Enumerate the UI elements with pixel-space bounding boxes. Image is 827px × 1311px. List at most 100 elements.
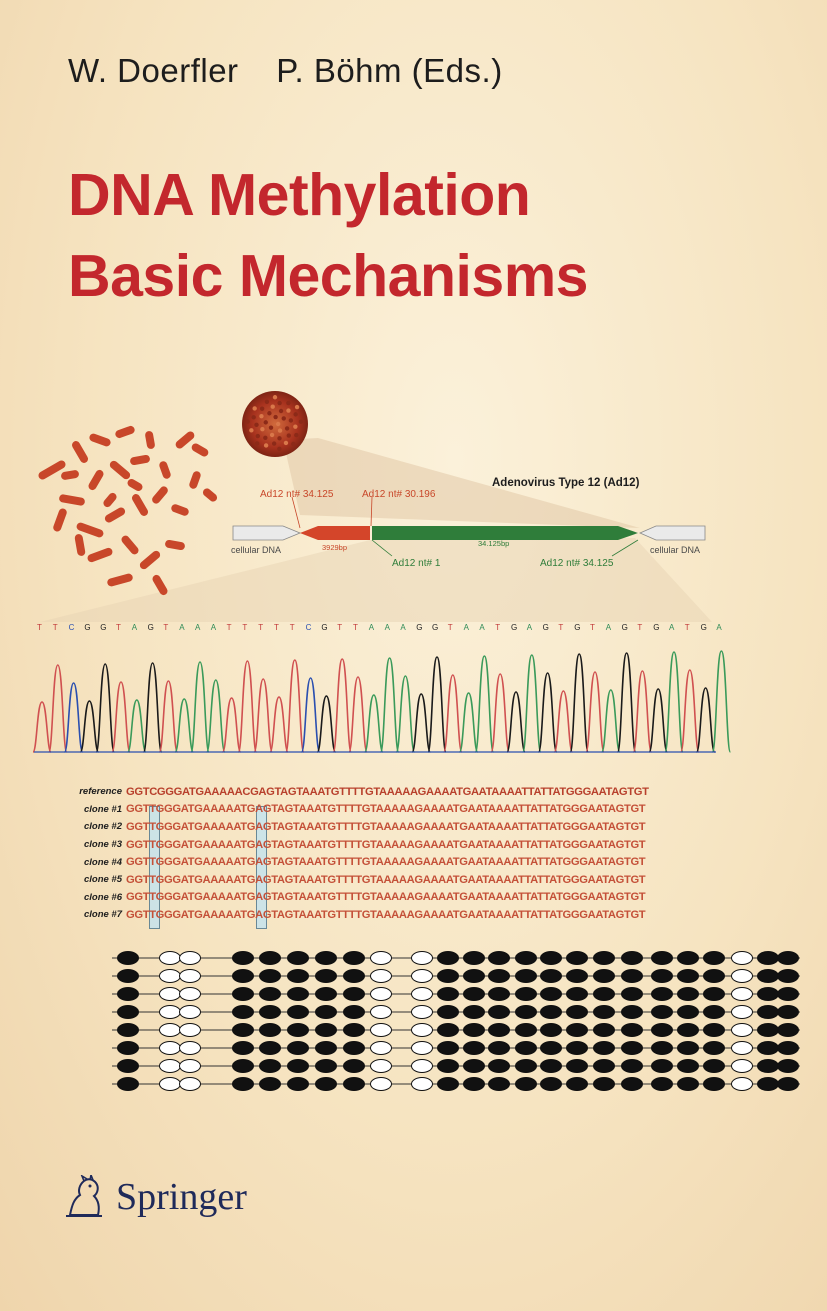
base-call: T	[37, 623, 42, 632]
trace-peak	[79, 700, 100, 753]
methylated-cpg	[488, 1023, 510, 1037]
methylated-cpg	[703, 1041, 725, 1055]
red-segment-arrow	[300, 526, 370, 540]
methylated-cpg	[343, 1023, 365, 1037]
methylated-cpg	[232, 1077, 254, 1091]
methylated-cpg	[463, 1041, 485, 1055]
methylated-cpg	[117, 1005, 139, 1019]
chromosome	[159, 461, 171, 479]
trace-peak	[506, 691, 526, 753]
base-call: C	[69, 623, 75, 632]
trace-peak	[95, 663, 115, 753]
cell-texture-dot	[270, 404, 275, 409]
methylated-cpg	[621, 1005, 643, 1019]
cell-texture-dot	[263, 420, 268, 425]
methylated-cpg	[343, 1059, 365, 1073]
cell-texture-dot	[268, 425, 274, 430]
unmethylated-cpg	[731, 1005, 753, 1019]
cell-texture-dot	[293, 412, 298, 417]
trace-peak	[300, 677, 321, 753]
alignment-row-sequence: GGTTGGGATGAAAAATGAGTAGTAAATGTTTTGTAAAAAG…	[126, 838, 646, 851]
trace-peak	[569, 653, 589, 753]
base-call: T	[448, 623, 453, 632]
methylated-cpg	[437, 1005, 459, 1019]
zoom-wedge-bottom	[40, 538, 712, 622]
cell-texture-dot	[277, 400, 282, 406]
methylated-cpg	[621, 969, 643, 983]
alignment-row-sequence: GGTTGGGATGAAAAATGAGTAGTAAATGTTTTGTAAAAAG…	[126, 891, 646, 904]
trace-peak	[142, 662, 163, 753]
base-call: A	[479, 623, 485, 632]
methylated-cpg	[488, 1041, 510, 1055]
methylated-cpg	[287, 1077, 309, 1091]
trace-peak	[601, 689, 621, 753]
base-call: T	[353, 623, 358, 632]
methylated-cpg	[259, 951, 281, 965]
unmethylated-cpg	[370, 969, 392, 983]
methylated-cpg	[757, 951, 779, 965]
methylated-cpg	[463, 987, 485, 1001]
methylated-cpg	[463, 1023, 485, 1037]
map-label-bottom-2: Ad12 nt# 34.125	[540, 558, 614, 569]
cell-texture-dot	[259, 406, 265, 411]
alignment-row-label: clone #2	[83, 821, 122, 833]
methylated-cpg	[757, 1005, 779, 1019]
methylated-cpg	[651, 969, 673, 983]
unmethylated-cpg	[411, 1023, 433, 1037]
methylated-cpg	[651, 951, 673, 965]
unmethylated-cpg	[370, 1023, 392, 1037]
cell-texture-dot	[291, 441, 296, 447]
unmethylated-cpg	[159, 987, 181, 1001]
methylated-cpg	[593, 1059, 615, 1073]
trace-peak	[411, 693, 431, 753]
cell-texture-dot	[283, 440, 289, 446]
trace-peak	[221, 697, 242, 753]
chromosome	[202, 488, 218, 502]
chromosome	[175, 431, 195, 449]
trace-peak	[158, 680, 179, 753]
methylated-cpg	[566, 1005, 588, 1019]
methylated-cpg	[593, 1023, 615, 1037]
base-call: T	[337, 623, 342, 632]
methylated-cpg	[488, 987, 510, 1001]
cell-texture-dot	[277, 446, 282, 452]
methylated-cpg	[287, 1023, 309, 1037]
cell-texture-dot	[267, 411, 272, 416]
cell-texture-dot	[252, 406, 257, 411]
methylated-cpg	[651, 1077, 673, 1091]
trace-peak	[458, 692, 479, 753]
methylated-cpg	[488, 1059, 510, 1073]
unmethylated-cpg	[159, 1041, 181, 1055]
chromosome	[132, 494, 148, 516]
trace-peak	[395, 675, 416, 753]
methylated-cpg	[566, 1059, 588, 1073]
methylated-cpg	[677, 1077, 699, 1091]
trace-peak	[664, 651, 684, 753]
alignment-row-sequence: GGTTGGGATGAAAAATGAGTAGTAAATGTTTTGTAAAAAG…	[126, 803, 646, 816]
methylated-cpg	[515, 969, 537, 983]
publisher-name: Springer	[116, 1176, 247, 1218]
methylated-cpg	[566, 1023, 588, 1037]
methylated-cpg	[343, 951, 365, 965]
methylated-cpg	[232, 951, 254, 965]
methylated-cpg	[651, 987, 673, 1001]
chromosome	[189, 471, 201, 489]
methylated-cpg	[593, 969, 615, 983]
methylated-cpg	[343, 1041, 365, 1055]
editors-line: W. Doerfler P. Böhm (Eds.)	[68, 52, 531, 90]
methylated-cpg	[677, 969, 699, 983]
methylated-cpg	[287, 969, 309, 983]
methylated-cpg	[651, 1005, 673, 1019]
methylated-cpg	[343, 987, 365, 1001]
base-call: G	[574, 623, 580, 632]
title-line-1: DNA Methylation	[68, 162, 531, 228]
methylated-cpg	[540, 951, 562, 965]
methylated-cpg	[117, 1059, 139, 1073]
editor-1: W. Doerfler	[68, 52, 239, 89]
chromosome	[103, 492, 117, 508]
methylated-cpg	[463, 969, 485, 983]
base-call: G	[148, 623, 154, 632]
unmethylated-cpg	[179, 1041, 201, 1055]
base-call: A	[385, 623, 391, 632]
